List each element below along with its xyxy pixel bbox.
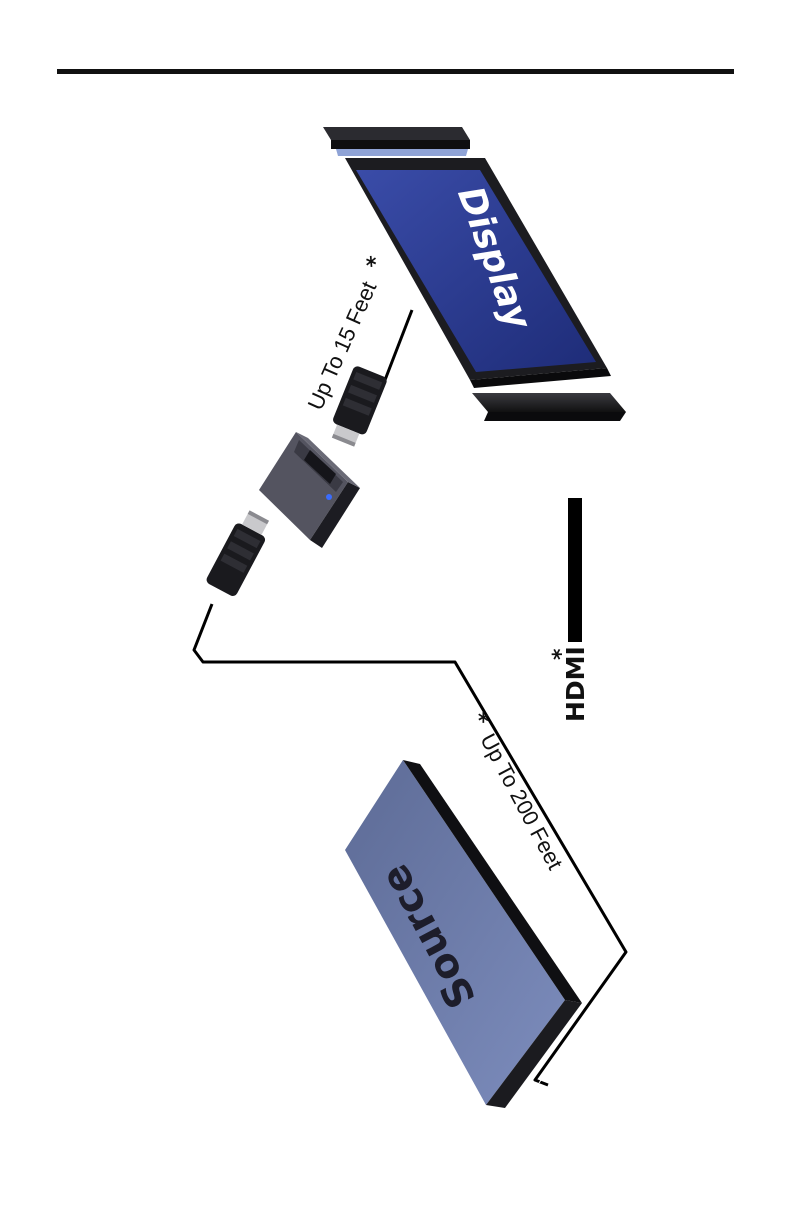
interface-legend: HDMI * bbox=[549, 498, 590, 722]
display-top-bar bbox=[323, 127, 470, 156]
far-distance-label: Up To 200 Feet bbox=[475, 729, 568, 873]
far-distance-footnote-mark: * bbox=[465, 709, 493, 731]
indicator-led-icon bbox=[326, 494, 332, 500]
source-side-connector bbox=[205, 508, 274, 598]
near-distance-footnote-mark: * bbox=[362, 253, 390, 274]
hdmi-adapter bbox=[259, 432, 360, 548]
far-distance-annotation: Up To 200 Feet * bbox=[465, 709, 569, 874]
source-device: Source bbox=[345, 760, 582, 1108]
hdmi-cable-legend-bar bbox=[568, 498, 582, 642]
display-bottom-bar bbox=[472, 393, 626, 421]
hdmi-legend-footnote-mark: * bbox=[549, 648, 574, 660]
